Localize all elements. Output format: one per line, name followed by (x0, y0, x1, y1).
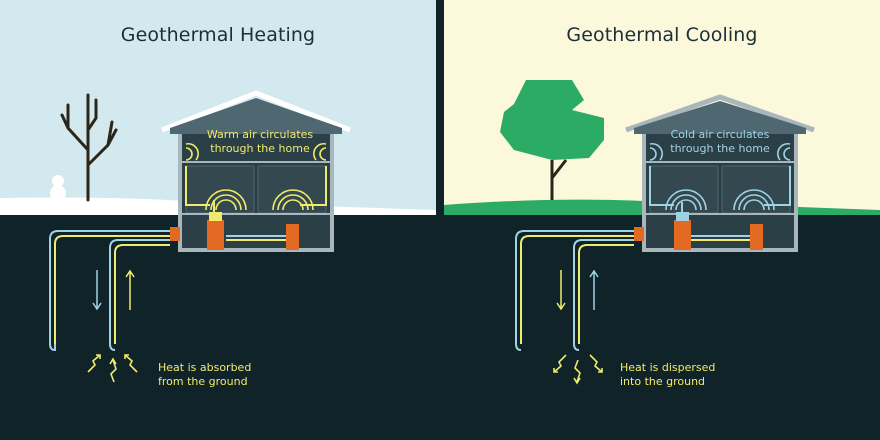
heat-pump (207, 220, 224, 250)
cooling-house (625, 94, 815, 252)
cooling-house-text-line1: Cold air circulates (670, 128, 770, 141)
heat-pump-top (676, 212, 689, 221)
cooling-house-caption: Cold air circulates through the home (640, 128, 800, 156)
cool-wave-icon (649, 142, 791, 211)
cooling-ground-text-line1: Heat is dispersed (620, 361, 716, 374)
heating-ground-text-line2: from the ground (158, 375, 248, 388)
flow-arrow-icon (92, 269, 135, 311)
heating-scene (0, 0, 436, 440)
heating-house-text-line1: Warm air circulates (206, 128, 314, 141)
cooling-ground-loop (515, 230, 634, 351)
heating-panel: Geothermal Heating Warm air circulates t… (0, 0, 436, 440)
heat-wave-icon (185, 142, 327, 211)
cooling-scene (444, 0, 880, 440)
leafy-tree-icon (500, 80, 604, 200)
cooling-title: Geothermal Cooling (566, 24, 758, 46)
heating-house-caption: Warm air circulates through the home (180, 128, 340, 156)
bare-tree-icon (60, 93, 118, 202)
cooling-ground-caption: Heat is dispersed into the ground (620, 361, 760, 389)
pipe-junction (170, 227, 180, 241)
heat-arrow-icon (553, 354, 603, 385)
heating-ground-caption: Heat is absorbed from the ground (158, 361, 298, 389)
heating-ground-loop (49, 230, 170, 352)
pipe-junction (634, 227, 644, 241)
water-tank (286, 224, 299, 250)
heat-pump-top (209, 212, 222, 221)
heating-ground-text-line1: Heat is absorbed (158, 361, 252, 374)
snowman-icon (50, 175, 66, 201)
heating-house (161, 90, 351, 252)
cooling-house-text-line2: through the home (670, 142, 770, 155)
heat-pump (674, 220, 691, 250)
flow-arrow-icon (556, 269, 599, 311)
cooling-panel: Geothermal Cooling Cold air circulates t… (444, 0, 880, 440)
panel-divider (436, 0, 444, 440)
water-tank (750, 224, 763, 250)
heat-arrow-icon (87, 354, 138, 383)
heating-house-text-line2: through the home (210, 142, 310, 155)
heating-title: Geothermal Heating (120, 24, 316, 46)
cooling-ground-text-line2: into the ground (620, 375, 706, 388)
ground (0, 215, 436, 440)
